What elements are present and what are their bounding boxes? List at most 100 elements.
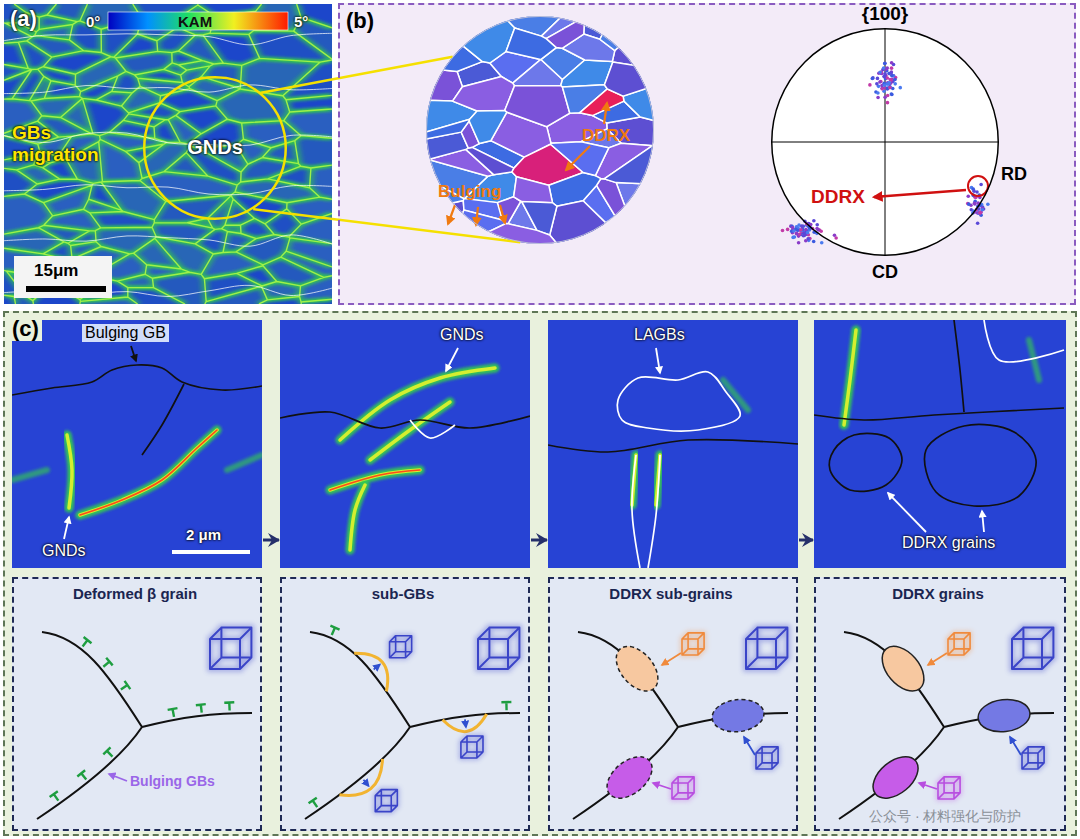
pole-point bbox=[976, 221, 980, 225]
map-content bbox=[548, 348, 798, 568]
colorbar-max: 5° bbox=[294, 13, 308, 30]
zoom-leader-line bbox=[261, 57, 452, 93]
pole-point bbox=[880, 86, 884, 90]
leader-arrow bbox=[982, 511, 984, 532]
leader-arrow bbox=[131, 346, 136, 361]
map-content bbox=[280, 348, 530, 550]
pole-point bbox=[816, 228, 820, 232]
ddrx-grain bbox=[874, 639, 932, 699]
gnd-core bbox=[844, 330, 856, 425]
pole-point bbox=[888, 86, 892, 90]
gnd-band bbox=[350, 485, 365, 550]
grain-cell bbox=[604, 145, 654, 184]
pole-point bbox=[978, 211, 982, 215]
cube-glow bbox=[1022, 747, 1044, 769]
annotation-text: Bulging bbox=[438, 182, 501, 202]
cube-glow bbox=[756, 747, 778, 769]
cube-glow bbox=[746, 628, 787, 669]
schematic-box: DDRX sub-grains bbox=[548, 577, 798, 831]
leader-arrow bbox=[888, 493, 926, 532]
gnd-core bbox=[370, 402, 450, 460]
pole-point bbox=[791, 226, 795, 230]
grain-cell bbox=[426, 201, 464, 219]
grain-cell bbox=[597, 179, 627, 217]
cube-glow bbox=[672, 777, 694, 799]
orientation-cube bbox=[746, 628, 787, 669]
pole-point bbox=[871, 76, 875, 80]
pole-point bbox=[812, 240, 816, 244]
ddrx-grain bbox=[710, 697, 765, 735]
circle-outline bbox=[427, 17, 654, 244]
dislocation-symbol bbox=[196, 704, 207, 713]
pole-figure-circle: {100}RDDDRXCD bbox=[771, 28, 999, 256]
leader-arrow bbox=[374, 664, 380, 669]
pole-point bbox=[876, 96, 880, 100]
grain-cell bbox=[426, 16, 477, 36]
panel-label: (a) bbox=[10, 6, 37, 31]
pole-point bbox=[833, 233, 837, 237]
axis-label: CD bbox=[771, 262, 999, 283]
annotation-text: GNDs bbox=[42, 542, 86, 560]
leader-arrow bbox=[363, 780, 368, 786]
panel-label: (b) bbox=[346, 8, 374, 33]
gnd-core bbox=[67, 435, 72, 508]
map-ground bbox=[12, 320, 262, 568]
pole-point bbox=[878, 80, 882, 84]
annotation-text: DDRX bbox=[811, 186, 865, 208]
pole-point bbox=[799, 228, 803, 232]
pole-point bbox=[795, 232, 799, 236]
grain-cell bbox=[426, 214, 463, 244]
pole-point bbox=[889, 71, 893, 75]
grain-boundary bbox=[829, 433, 902, 491]
pole-point bbox=[820, 241, 824, 245]
pole-figure-title: {100} bbox=[771, 3, 999, 25]
schematic-ground bbox=[814, 577, 1066, 831]
gnd-band bbox=[330, 470, 420, 490]
pole-point bbox=[882, 75, 886, 79]
stage-title: Deformed β grain bbox=[12, 585, 258, 602]
map-content bbox=[12, 346, 262, 554]
grain-cell bbox=[469, 111, 507, 144]
grain-boundary bbox=[954, 320, 964, 412]
region-label: GNDs bbox=[143, 136, 287, 159]
dislocation-symbol bbox=[118, 681, 130, 694]
grain-cell bbox=[600, 16, 652, 51]
ddrx-grain bbox=[865, 749, 925, 807]
grain-boundary-line bbox=[142, 713, 252, 727]
grain-cell bbox=[612, 16, 654, 69]
cube-glow bbox=[948, 633, 970, 655]
orientation-cube bbox=[478, 628, 519, 669]
pole-point bbox=[868, 83, 872, 87]
map-ground bbox=[548, 320, 798, 568]
colorbar-title: KAM bbox=[178, 13, 212, 30]
dislocation-symbol bbox=[103, 747, 116, 760]
grain-network bbox=[4, 4, 332, 304]
leader-arrow bbox=[874, 190, 966, 197]
map-ground bbox=[4, 4, 332, 304]
pole-point bbox=[800, 224, 804, 228]
pole-cluster bbox=[868, 61, 902, 105]
leader-arrow bbox=[653, 783, 671, 789]
pole-point bbox=[806, 231, 810, 235]
pole-point bbox=[812, 219, 816, 223]
watermark: 公众号 · 材料强化与防护 bbox=[866, 808, 1024, 824]
grain-boundary bbox=[617, 372, 740, 431]
grain-network bbox=[426, 16, 654, 244]
pole-point bbox=[793, 235, 797, 239]
grain-boundary bbox=[4, 33, 332, 45]
grain-cell bbox=[463, 16, 515, 63]
dislocation-symbol bbox=[327, 626, 339, 637]
pole-point bbox=[786, 228, 790, 232]
pole-point bbox=[890, 66, 894, 70]
pole-point bbox=[803, 234, 807, 238]
leader-arrow bbox=[566, 146, 590, 170]
leader-arrow bbox=[919, 783, 937, 789]
pole-point bbox=[880, 87, 884, 91]
leader-arrow bbox=[446, 348, 458, 371]
kam-map-panel: (a)0°KAM5°GBs migration15μmGNDs bbox=[4, 4, 332, 304]
pole-point bbox=[981, 208, 985, 212]
highlight-ring bbox=[968, 176, 988, 196]
pole-point bbox=[781, 229, 785, 233]
